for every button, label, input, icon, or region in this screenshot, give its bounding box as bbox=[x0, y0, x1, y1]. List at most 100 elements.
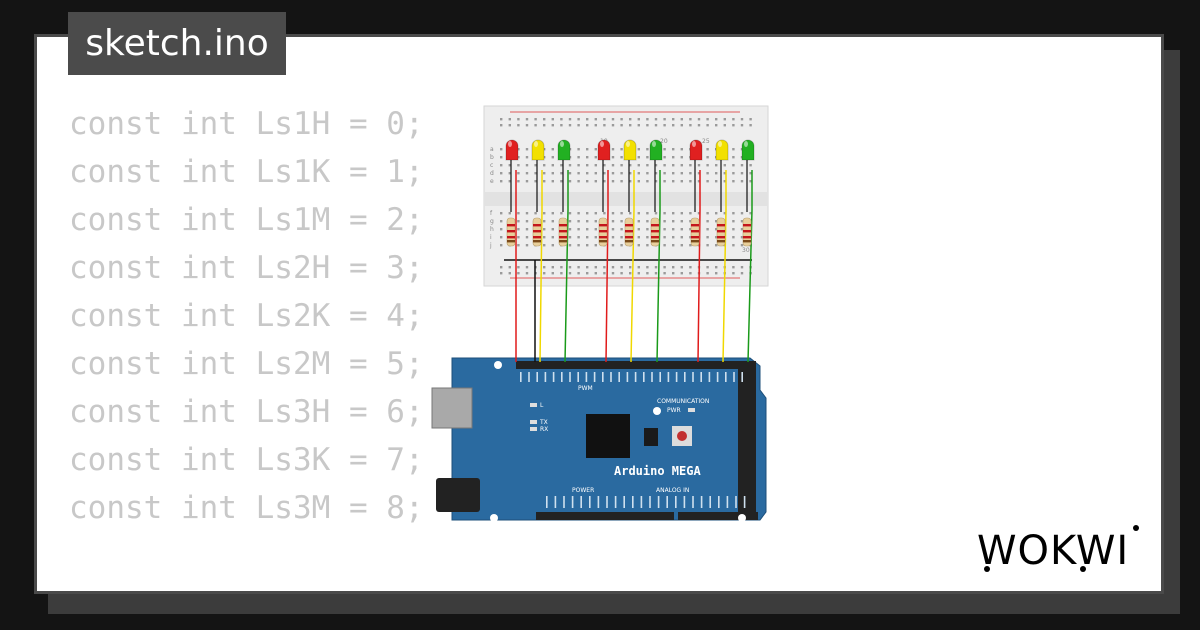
pin-marking bbox=[700, 372, 702, 382]
breadboard-hole bbox=[715, 124, 718, 127]
breadboard-hole bbox=[654, 172, 658, 175]
breadboard-hole bbox=[560, 164, 563, 167]
breadboard-hole bbox=[723, 118, 726, 121]
breadboard-hole bbox=[543, 180, 546, 183]
breadboard-hole bbox=[543, 156, 546, 159]
breadboard-hole bbox=[611, 118, 615, 121]
pin-marking bbox=[692, 496, 694, 508]
breadboard-hole bbox=[663, 164, 666, 167]
breadboard-hole bbox=[586, 236, 589, 239]
breadboard-hole bbox=[629, 272, 632, 275]
pin-marking bbox=[589, 496, 591, 508]
file-tab[interactable]: sketch.ino bbox=[68, 12, 286, 75]
led-label-tx: TX bbox=[539, 419, 548, 426]
signal-wire bbox=[539, 170, 543, 363]
breadboard-hole bbox=[646, 164, 649, 167]
breadboard-hole bbox=[551, 272, 554, 275]
pin-marking bbox=[718, 496, 720, 508]
pin-marking bbox=[561, 372, 563, 382]
breadboard-hole bbox=[560, 266, 563, 269]
breadboard-hole bbox=[500, 148, 503, 151]
breadboard-hole bbox=[706, 124, 709, 127]
breadboard-hole bbox=[603, 124, 606, 127]
breadboard-hole bbox=[663, 180, 666, 183]
breadboard-hole bbox=[680, 228, 683, 231]
breadboard-hole bbox=[594, 156, 597, 159]
breadboard-hole bbox=[594, 118, 597, 121]
breadboard-hole bbox=[517, 164, 520, 167]
resistor-band bbox=[533, 224, 541, 227]
breadboard-hole bbox=[500, 180, 503, 183]
row-label: j bbox=[489, 242, 492, 249]
breadboard-hole bbox=[637, 172, 640, 175]
breadboard-hole bbox=[715, 236, 718, 239]
breadboard-hole bbox=[740, 220, 744, 223]
breadboard-hole bbox=[568, 244, 572, 247]
breadboard-hole bbox=[680, 118, 683, 121]
pin-marking bbox=[544, 372, 547, 382]
pin-marking bbox=[735, 496, 737, 508]
resistor-band bbox=[599, 236, 607, 239]
breadboard-hole bbox=[637, 212, 640, 215]
breadboard-hole bbox=[586, 156, 589, 159]
breadboard-hole bbox=[706, 272, 709, 275]
pin-marking bbox=[554, 496, 557, 508]
breadboard-hole bbox=[620, 164, 623, 167]
analog-header-a bbox=[608, 512, 674, 520]
breadboard-hole bbox=[525, 124, 529, 127]
breadboard-hole bbox=[525, 118, 529, 121]
pin-marking bbox=[632, 496, 634, 508]
breadboard-hole bbox=[663, 118, 666, 121]
breadboard-hole bbox=[525, 148, 529, 151]
resistor-band bbox=[691, 240, 699, 243]
code-line: const int Ls2M = 5; bbox=[69, 346, 424, 382]
breadboard-hole bbox=[543, 172, 546, 175]
breadboard-hole bbox=[654, 124, 658, 127]
breadboard-hole bbox=[500, 172, 503, 175]
breadboard-hole bbox=[586, 180, 589, 183]
breadboard-hole bbox=[680, 156, 683, 159]
code-line: const int Ls3M = 8; bbox=[69, 490, 424, 526]
breadboard-hole bbox=[517, 148, 520, 151]
breadboard-hole bbox=[663, 244, 666, 247]
breadboard-hole bbox=[715, 228, 718, 231]
breadboard-hole bbox=[654, 164, 658, 167]
breadboard-hole bbox=[594, 220, 597, 223]
breadboard-hole bbox=[740, 180, 744, 183]
pin-marking bbox=[726, 496, 729, 508]
breadboard-hole bbox=[629, 266, 632, 269]
breadboard-hole bbox=[517, 124, 520, 127]
led-highlight bbox=[718, 141, 722, 147]
resistor-band bbox=[559, 230, 567, 233]
breadboard-hole bbox=[715, 172, 718, 175]
breadboard-hole bbox=[603, 118, 606, 121]
breadboard-hole bbox=[594, 244, 597, 247]
breadboard-hole bbox=[543, 124, 546, 127]
breadboard-hole bbox=[620, 180, 623, 183]
breadboard-hole bbox=[646, 266, 649, 269]
breadboard-hole bbox=[732, 212, 735, 215]
breadboard-hole bbox=[706, 244, 709, 247]
resistor-band bbox=[625, 240, 633, 243]
breadboard-hole bbox=[586, 244, 589, 247]
breadboard-hole bbox=[646, 228, 649, 231]
breadboard-hole bbox=[586, 148, 589, 151]
breadboard-hole bbox=[525, 156, 529, 159]
breadboard-hole bbox=[560, 118, 563, 121]
breadboard-hole bbox=[689, 164, 692, 167]
digital-header-right bbox=[738, 362, 756, 514]
breadboard-hole bbox=[594, 212, 597, 215]
breadboard-hole bbox=[500, 212, 503, 215]
breadboard-hole bbox=[672, 156, 675, 159]
breadboard-hole bbox=[508, 180, 511, 183]
pin-marking bbox=[725, 372, 727, 382]
breadboard-hole bbox=[594, 266, 597, 269]
column-label: 25 bbox=[702, 138, 710, 145]
breadboard-hole bbox=[672, 266, 675, 269]
code-preview: const int Ls1H = 0;const int Ls1K = 1;co… bbox=[69, 100, 424, 532]
breadboard-hole bbox=[663, 266, 666, 269]
breadboard-hole bbox=[672, 118, 675, 121]
pin-marking bbox=[649, 496, 651, 508]
breadboard-hole bbox=[517, 172, 520, 175]
breadboard-hole bbox=[586, 228, 589, 231]
